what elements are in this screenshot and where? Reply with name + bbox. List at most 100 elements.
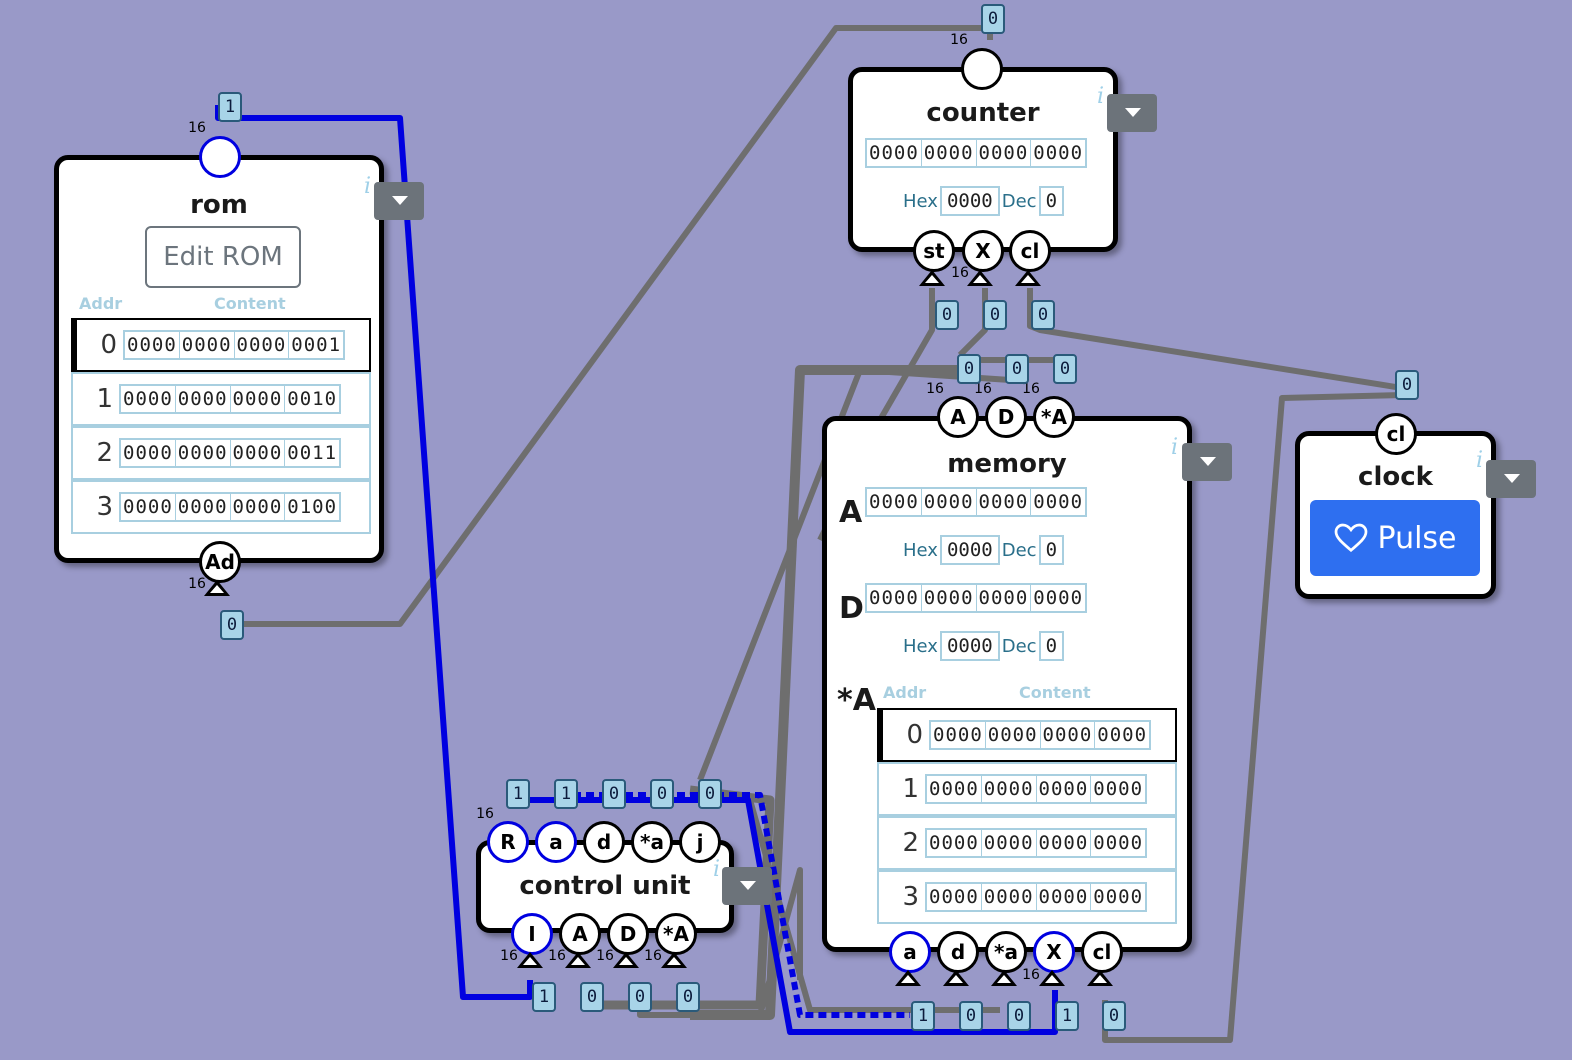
edit-rom-button[interactable]: Edit ROM — [145, 226, 301, 288]
memory-pin-a-in[interactable]: a — [889, 931, 931, 973]
cu-a-in-value: 0 — [580, 982, 604, 1012]
memory-pin-cl-in[interactable]: cl — [1081, 931, 1123, 973]
cu-pin-d-in[interactable]: D — [607, 913, 649, 955]
memory-a-width: 16 — [926, 381, 944, 397]
memory-stara-in-value: 0 — [1007, 1001, 1031, 1031]
rom-out-value: 1 — [218, 92, 242, 122]
cu-pin-r[interactable]: R — [487, 821, 529, 863]
clock-out-value: 0 — [1395, 370, 1419, 400]
counter-st-arrow — [919, 270, 945, 286]
cu-d-in-value: 0 — [628, 982, 652, 1012]
counter-pin-cl[interactable]: cl — [1009, 230, 1051, 272]
cu-pin-a[interactable]: a — [535, 821, 577, 863]
info-icon[interactable]: i — [1097, 84, 1105, 109]
cu-d-in-width: 16 — [596, 948, 614, 964]
info-icon[interactable]: i — [1476, 448, 1484, 473]
clock-menu-button[interactable] — [1486, 460, 1536, 498]
memory-cl-arrow — [1087, 970, 1113, 986]
hex-value: 0000 — [939, 631, 1000, 661]
info-icon[interactable]: i — [1171, 435, 1179, 460]
control-unit-menu-button[interactable] — [722, 867, 772, 905]
rom-output-pin[interactable] — [199, 136, 241, 178]
rom-title: rom — [190, 190, 248, 220]
counter-x-value: 0 — [983, 300, 1007, 330]
counter-out-width: 16 — [950, 32, 968, 48]
memory-a-out-value: 0 — [957, 354, 981, 384]
counter-pin-st[interactable]: st — [913, 230, 955, 272]
rom-menu-button[interactable] — [374, 182, 424, 220]
clock-output-pin[interactable]: cl — [1375, 413, 1417, 455]
memory-menu-button[interactable] — [1182, 443, 1232, 481]
memory-x-arrow — [1039, 970, 1065, 986]
info-icon[interactable]: i — [713, 857, 721, 882]
hex-label: Hex — [903, 190, 938, 212]
memory-d-out-value: 0 — [1005, 354, 1029, 384]
counter-output-pin[interactable] — [961, 48, 1003, 90]
dec-label: Dec — [1001, 190, 1037, 212]
rom-addr-arrow — [204, 580, 230, 596]
counter-menu-button[interactable] — [1107, 94, 1157, 132]
pulse-button[interactable]: Pulse — [1310, 500, 1480, 576]
cu-stara-arrow — [661, 952, 687, 968]
memory-pin-a-out[interactable]: A — [937, 396, 979, 438]
dec-value: 0 — [1038, 535, 1065, 565]
dec-value: 0 — [1038, 186, 1065, 216]
memory-title: memory — [947, 449, 1067, 479]
cu-r-width: 16 — [476, 806, 494, 822]
clock-component[interactable]: clock i Pulse — [1295, 431, 1496, 599]
info-icon[interactable]: i — [364, 174, 372, 199]
counter-cl-value: 0 — [1031, 300, 1055, 330]
memory-d-width: 16 — [974, 381, 992, 397]
memory-cl-in-value: 0 — [1102, 1001, 1126, 1031]
memory-pin-stara-in[interactable]: *a — [985, 931, 1027, 973]
cu-pin-d[interactable]: d — [583, 821, 625, 863]
dec-value: 0 — [1038, 631, 1065, 661]
memory-x-in-value: 1 — [1055, 1001, 1079, 1031]
memory-d-in-value: 0 — [959, 1001, 983, 1031]
memory-pin-d-out[interactable]: D — [985, 396, 1027, 438]
cu-pin-stara[interactable]: *a — [631, 821, 673, 863]
counter-x-arrow — [967, 270, 993, 286]
cu-pin-j[interactable]: j — [679, 821, 721, 863]
rom-row-addr: 1 — [96, 384, 113, 414]
cu-pin-i[interactable]: I — [511, 913, 553, 955]
counter-title: counter — [926, 98, 1040, 128]
control-unit-title: control unit — [519, 871, 691, 901]
memory-pin-stara-out[interactable]: *A — [1033, 396, 1075, 438]
memory-a-arrow — [895, 970, 921, 986]
memory-pin-d-in[interactable]: d — [937, 931, 979, 973]
rom-out-width: 16 — [188, 120, 206, 136]
reg-a-label: A — [839, 495, 863, 530]
memory-a-in-value: 1 — [911, 1001, 935, 1031]
counter-st-value: 0 — [935, 300, 959, 330]
cu-a-value: 1 — [554, 779, 578, 809]
rom-in-width: 16 — [188, 576, 206, 592]
wire-counter-x — [957, 288, 988, 358]
dec-label: Dec — [1001, 635, 1037, 657]
cu-stara-in-value: 0 — [676, 982, 700, 1012]
cu-d-arrow — [613, 952, 639, 968]
rom-addr-pin[interactable]: Ad — [199, 541, 241, 583]
